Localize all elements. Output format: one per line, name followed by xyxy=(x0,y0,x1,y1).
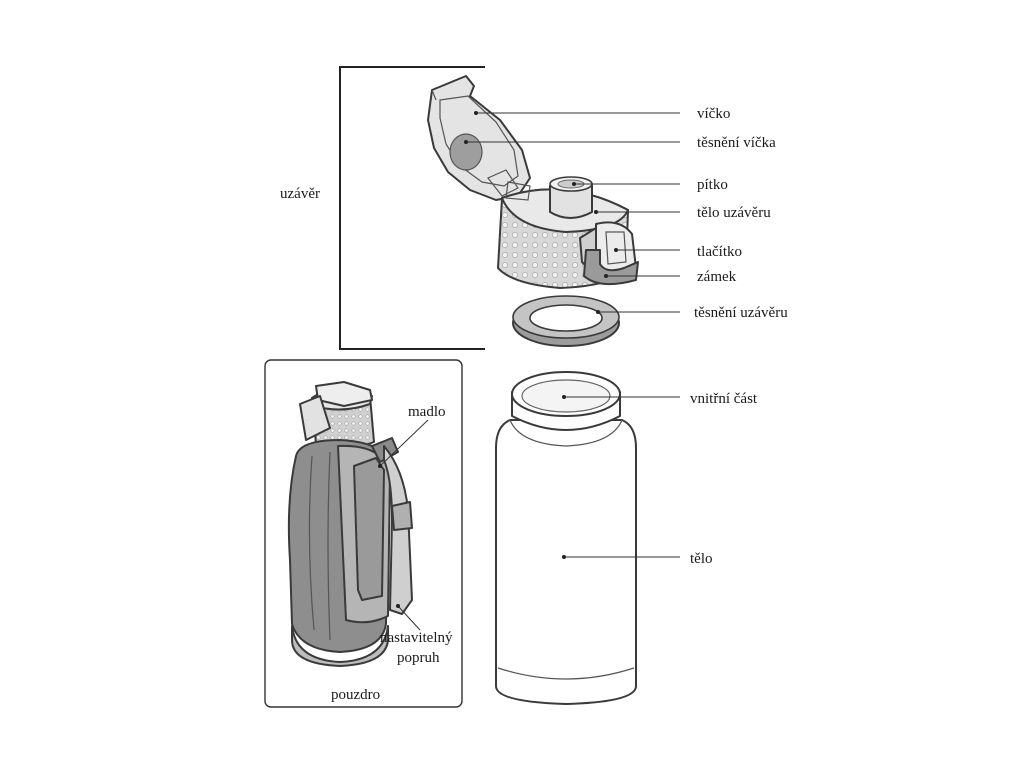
label-strap: popruh xyxy=(397,650,440,666)
label-inner-part: vnitřní část xyxy=(690,391,758,407)
label-adjustable: nastavitelný xyxy=(380,630,453,646)
button-lock-illustration xyxy=(579,221,639,286)
label-closure: uzávěr xyxy=(280,186,320,202)
case-illustration xyxy=(287,381,413,667)
label-spout: pítko xyxy=(697,177,728,193)
label-lid-seal: těsnění víčka xyxy=(697,135,776,151)
label-case: pouzdro xyxy=(331,687,380,703)
lid-seal-shape xyxy=(449,133,483,171)
bottle-body-illustration xyxy=(495,371,637,705)
closure-seal-illustration xyxy=(512,295,620,347)
label-lock: zámek xyxy=(697,269,737,285)
label-handle: madlo xyxy=(408,404,446,420)
label-button: tlačítko xyxy=(697,244,742,260)
label-lid: víčko xyxy=(697,106,730,122)
closure-bracket xyxy=(339,66,485,350)
label-closure-body: tělo uzávěru xyxy=(697,205,771,221)
lid-illustration xyxy=(427,75,531,201)
label-body: tělo xyxy=(690,551,713,567)
label-closure-seal: těsnění uzávěru xyxy=(694,305,788,321)
